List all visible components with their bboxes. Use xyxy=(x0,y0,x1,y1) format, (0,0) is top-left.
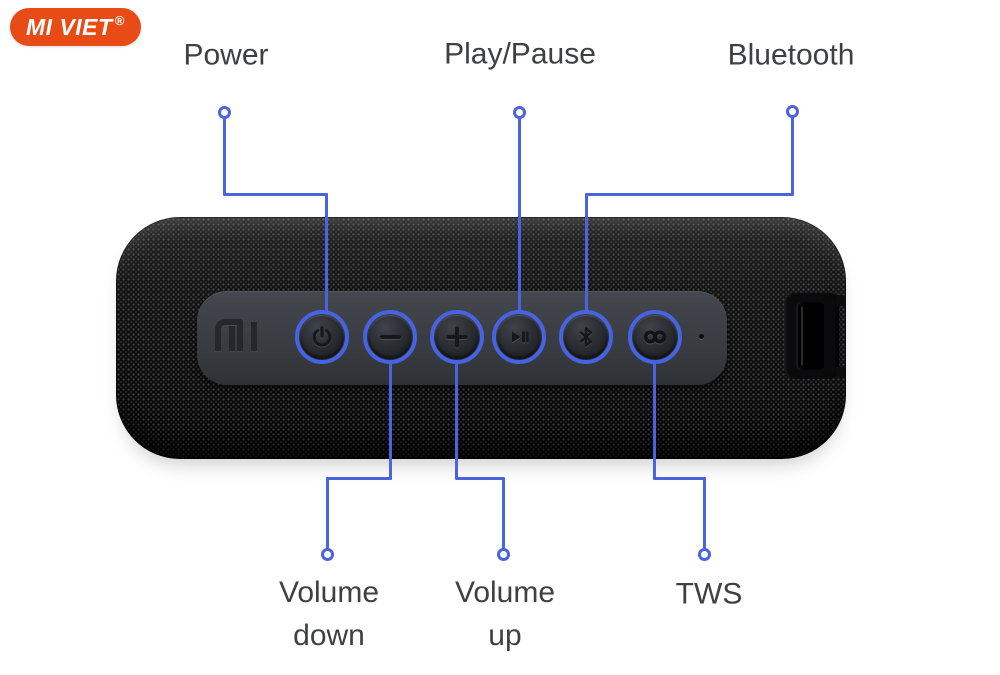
tws-callout-marker xyxy=(698,548,711,561)
strap-loop xyxy=(784,293,839,379)
bluetooth-callout-line xyxy=(585,193,794,196)
volume-down-button-ring xyxy=(363,310,417,364)
power-callout-line xyxy=(223,117,226,196)
registered-trademark-icon: ® xyxy=(114,12,125,28)
microphone-hole xyxy=(699,334,704,339)
power-callout-line xyxy=(223,193,328,196)
strap-loop-tab-top xyxy=(836,295,846,306)
power-button-ring xyxy=(295,310,349,364)
volume-up-callout-marker xyxy=(497,548,510,561)
volume-down-callout-line xyxy=(326,477,329,549)
volume-down-callout-marker xyxy=(321,548,334,561)
bluetooth-button-ring xyxy=(559,310,613,364)
bluetooth-label: Bluetooth xyxy=(727,38,855,72)
volume-down-label: Volume down xyxy=(278,576,380,652)
power-label: Power xyxy=(183,38,269,72)
volume-up-callout-line xyxy=(502,477,505,549)
brand-badge: MI VIET® xyxy=(10,8,141,46)
volume-up-button-ring xyxy=(430,310,484,364)
volume-up-callout-line xyxy=(455,477,505,480)
volume-down-callout-line xyxy=(389,362,392,480)
volume-up-label: Volume up xyxy=(454,576,556,652)
tws-callout-line xyxy=(653,477,706,480)
bluetooth-callout-line xyxy=(585,193,588,312)
bluetooth-callout-line xyxy=(791,116,794,196)
mi-logo xyxy=(215,319,257,351)
brand-badge-text: MI VIET xyxy=(26,13,113,40)
play-pause-button-ring xyxy=(492,310,546,364)
tws-callout-line xyxy=(653,362,656,480)
play-pause-label: Play/Pause xyxy=(444,37,596,71)
strap-loop-slot xyxy=(796,302,824,370)
strap-loop-highlight xyxy=(801,306,803,366)
play-pause-callout-line xyxy=(518,117,521,312)
volume-down-callout-line xyxy=(326,477,392,480)
strap-loop-tab-bottom xyxy=(836,367,846,378)
tws-label: TWS xyxy=(675,577,743,611)
power-callout-line xyxy=(325,193,328,312)
tws-callout-line xyxy=(703,477,706,549)
volume-up-callout-line xyxy=(455,362,458,480)
tws-button-ring xyxy=(628,310,682,364)
